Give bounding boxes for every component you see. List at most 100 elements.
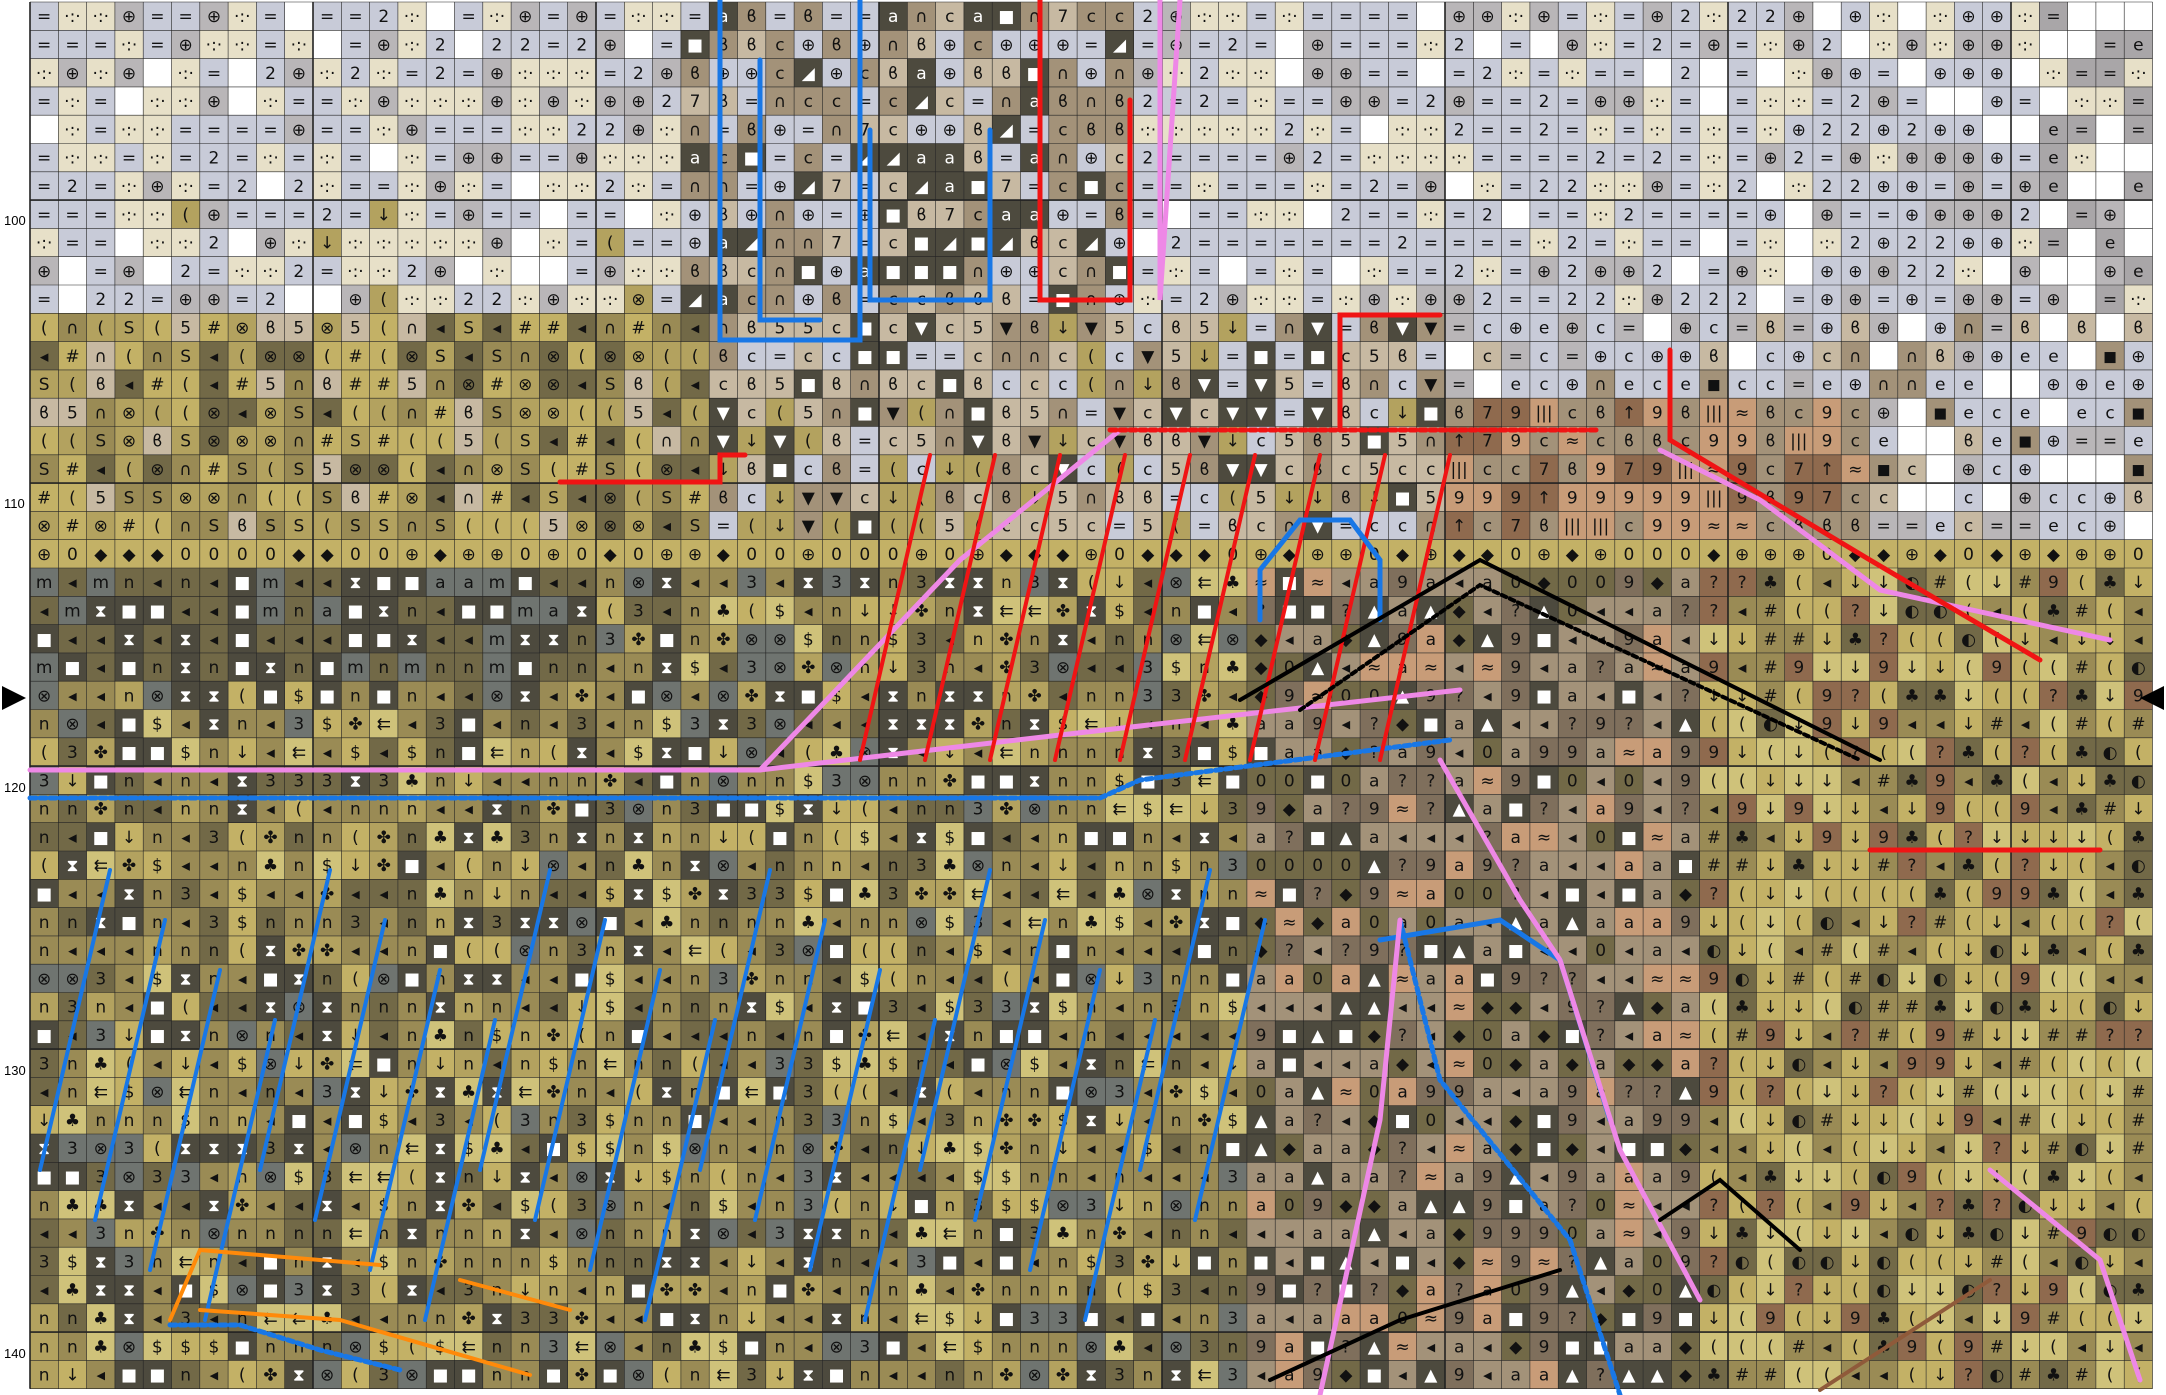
stitch-symbol: = xyxy=(1509,149,1523,169)
stitch-symbol: ⊕ xyxy=(1339,64,1353,84)
stitch-cell xyxy=(1756,59,1784,87)
stitch-symbol: ⊕ xyxy=(1848,7,1862,27)
stitch-symbol: = xyxy=(1877,517,1891,537)
stitch-symbol: ↓ xyxy=(1197,347,1211,367)
stitch-symbol: c xyxy=(917,375,926,395)
stitch-symbol: c xyxy=(1483,347,1492,367)
stitch-symbol: = xyxy=(1395,92,1409,112)
stitch-symbol: ( xyxy=(805,432,812,452)
stitch-symbol: ·:· xyxy=(1621,234,1638,254)
stitch-symbol: ·:· xyxy=(121,35,138,55)
stitch-symbol: ⊕ xyxy=(1141,64,1155,84)
stitch-cell xyxy=(1502,200,1530,228)
stitch-symbol: ·:· xyxy=(1790,177,1807,197)
stitch-symbol: 9 xyxy=(1595,488,1606,508)
stitch-symbol: 9 xyxy=(1737,432,1748,452)
stitch-symbol: = xyxy=(320,92,334,112)
stitch-symbol: ϐ xyxy=(746,35,756,55)
stitch-cell xyxy=(2124,511,2152,539)
stitch-symbol: ·:· xyxy=(1281,205,1298,225)
stitch-symbol: = xyxy=(1452,375,1466,395)
stitch-symbol: 2 xyxy=(1850,177,1861,197)
stitch-symbol: ⊕ xyxy=(2018,262,2032,282)
stitch-symbol: ◢ xyxy=(943,234,957,254)
stitch-symbol: ⊕ xyxy=(1537,7,1551,27)
stitch-symbol: ·:· xyxy=(36,234,53,254)
stitch-symbol: c xyxy=(747,347,756,367)
stitch-symbol: ⊕ xyxy=(1961,347,1975,367)
stitch-symbol: ⊕ xyxy=(490,149,504,169)
stitch-symbol: ↑ xyxy=(1452,517,1466,537)
stitch-symbol: e xyxy=(1539,318,1549,338)
stitch-symbol: ⊕ xyxy=(575,7,589,27)
stitch-symbol: = xyxy=(1395,64,1409,84)
stitch-symbol: ∩ xyxy=(1877,375,1889,395)
stitch-symbol: 5 xyxy=(1369,347,1380,367)
stitch-symbol: ▼ xyxy=(1255,403,1269,423)
stitch-symbol: ϐ xyxy=(1114,92,1124,112)
stitch-symbol: # xyxy=(546,318,560,338)
stitch-symbol: 2 xyxy=(293,177,304,197)
stitch-symbol: ϐ xyxy=(718,488,728,508)
stitch-symbol: = xyxy=(1339,35,1353,55)
stitch-cell xyxy=(511,172,539,200)
stitch-symbol: ⊗ xyxy=(546,375,560,395)
stitch-symbol: ⊕ xyxy=(1961,149,1975,169)
stitch-symbol: = xyxy=(263,205,277,225)
stitch-symbol: ·:· xyxy=(1366,262,1383,282)
stitch-symbol: ·:· xyxy=(545,64,562,84)
stitch-symbol: ·:· xyxy=(1621,177,1638,197)
stitch-symbol: = xyxy=(1311,7,1325,27)
stitch-symbol: # xyxy=(490,488,504,508)
stitch-cell xyxy=(1785,257,1813,285)
stitch-symbol: ▼ xyxy=(915,318,929,338)
stitch-cell xyxy=(2096,455,2124,483)
stitch-symbol: ⊕ xyxy=(1650,347,1664,367)
stitch-symbol: ( xyxy=(182,205,189,225)
stitch-symbol: ·:· xyxy=(347,92,364,112)
stitch-symbol: c xyxy=(804,92,813,112)
stitch-symbol: ⊕ xyxy=(575,149,589,169)
stitch-symbol: c xyxy=(1200,403,1209,423)
stitch-symbol: ·:· xyxy=(1932,35,1949,55)
stitch-symbol: ⊗ xyxy=(603,347,617,367)
stitch-symbol: ↓ xyxy=(943,460,957,480)
stitch-symbol: ⊕ xyxy=(462,205,476,225)
stitch-symbol: ( xyxy=(41,432,48,452)
stitch-symbol: = xyxy=(1678,120,1692,140)
stitch-symbol: ϐ xyxy=(2020,318,2030,338)
stitch-symbol: ▼ xyxy=(802,517,816,537)
stitch-cell xyxy=(1954,87,1982,115)
stitch-symbol: ϐ xyxy=(1709,347,1719,367)
stitch-symbol: ⊗ xyxy=(348,460,362,480)
stitch-symbol: ⊗ xyxy=(518,403,532,423)
stitch-symbol: ■ xyxy=(687,35,703,55)
stitch-symbol: ▼ xyxy=(1198,375,1212,395)
stitch-symbol: # xyxy=(688,488,702,508)
stitch-symbol: = xyxy=(1678,177,1692,197)
stitch-symbol: ↓ xyxy=(1226,432,1240,452)
stitch-symbol: ∩ xyxy=(1113,375,1125,395)
stitch-symbol: ( xyxy=(69,375,76,395)
stitch-cell xyxy=(58,257,86,285)
stitch-symbol: ∩ xyxy=(1085,92,1097,112)
stitch-symbol: ||| xyxy=(1705,488,1722,508)
stitch-symbol: = xyxy=(1537,290,1551,310)
stitch-symbol: ( xyxy=(975,460,982,480)
stitch-symbol: = xyxy=(235,205,249,225)
stitch-symbol: ∩ xyxy=(887,35,899,55)
stitch-symbol: ⊕ xyxy=(405,120,419,140)
stitch-cell xyxy=(624,200,652,228)
stitch-cell xyxy=(1332,257,1360,285)
stitch-symbol: 7 xyxy=(1001,177,1012,197)
stitch-symbol: ·:· xyxy=(1394,149,1411,169)
stitch-symbol: c xyxy=(832,318,841,338)
stitch-symbol: ⊕ xyxy=(1792,347,1806,367)
stitch-cell xyxy=(539,200,567,228)
stitch-symbol: ⊕ xyxy=(1961,64,1975,84)
stitch-symbol: ⊕ xyxy=(2018,177,2032,197)
stitch-symbol: = xyxy=(603,7,617,27)
stitch-symbol: ϐ xyxy=(2133,318,2143,338)
stitch-symbol: 2 xyxy=(1425,92,1436,112)
stitch-symbol: ⊕ xyxy=(1735,262,1749,282)
